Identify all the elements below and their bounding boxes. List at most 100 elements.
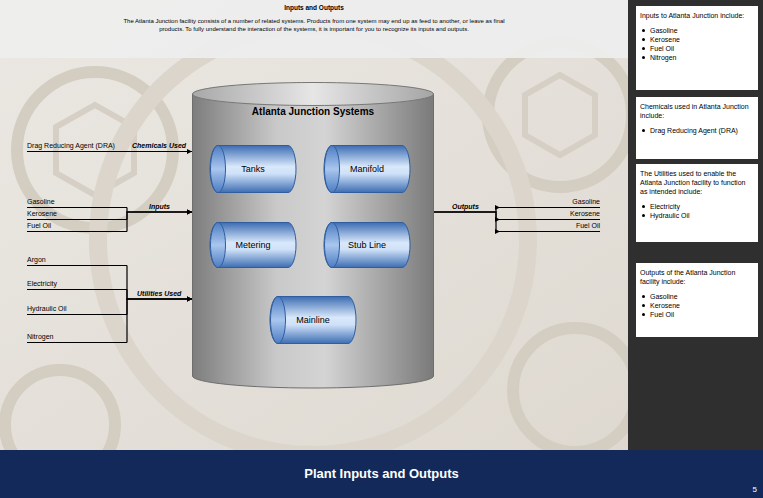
bullet-dot (642, 205, 645, 208)
barrel-end (211, 146, 226, 193)
output-item: Fuel Oil (500, 220, 600, 232)
bullet-row: Kerosene (640, 301, 754, 310)
connector-line (434, 212, 500, 232)
utility-item: Argon (27, 254, 127, 266)
bullet-dot (642, 129, 645, 132)
item-label: Kerosene (27, 210, 57, 217)
input-item: Gasoline (27, 196, 127, 208)
bullet-row: Drag Reducing Agent (DRA) (640, 126, 754, 135)
bullet-text: Gasoline (650, 293, 678, 300)
system-barrel: Manifold (324, 145, 410, 193)
header-title: Inputs and Outputs (0, 4, 628, 12)
bullet-row: Gasoline (640, 292, 754, 301)
footer-bar: Plant Inputs and Outputs 5 (0, 450, 763, 498)
arrowhead (187, 296, 192, 301)
item-label: Argon (27, 256, 46, 263)
bullet-dot (642, 56, 645, 59)
box-heading: The Utilities used to enable the Atlanta… (640, 169, 754, 196)
barrel-label: Mainline (296, 315, 330, 326)
bullet-dot (642, 29, 645, 32)
system-barrel: Mainline (270, 296, 356, 344)
item-label: Drag Reducing Agent (DRA) (27, 142, 115, 149)
connector (127, 209, 192, 231)
bullet-row: Electricity (640, 202, 754, 211)
bullet-text: Fuel Oil (650, 311, 674, 318)
connector (127, 290, 192, 302)
bullet-text: Electricity (650, 203, 680, 210)
barrel-end (211, 223, 226, 268)
barrel-end (325, 146, 340, 193)
bullet-dot (642, 295, 645, 298)
system-cylinder: Atlanta Junction SystemsTanks ManifoldMet… (192, 82, 434, 388)
bullet-dot (642, 38, 645, 41)
barrel-body (324, 146, 410, 193)
item-label: Electricity (27, 280, 57, 287)
info-box: Outputs of the Atlanta Junction facility… (636, 263, 758, 337)
bullet-dot (642, 313, 645, 316)
bolt-head (525, 75, 595, 155)
flange-ring (98, 25, 528, 455)
bullet-row: Fuel Oil (640, 310, 754, 319)
chemical-item: Drag Reducing Agent (DRA) (27, 140, 127, 152)
connector-line (127, 212, 192, 220)
connector-line (127, 299, 192, 315)
connector (127, 266, 192, 302)
barrel-end (271, 297, 286, 344)
connector (434, 212, 500, 222)
arrowhead (187, 296, 192, 301)
connector (127, 209, 192, 219)
bullet-dot (642, 47, 645, 50)
slide-title: Plant Inputs and Outputs (0, 450, 763, 498)
box-heading: Chemicals used in Atlanta Junction inclu… (640, 102, 754, 120)
bullet-row: Kerosene (640, 35, 754, 44)
barrel-body (210, 223, 296, 268)
edge-label: Inputs (149, 202, 170, 211)
arrowhead (187, 209, 192, 214)
page-number: 5 (753, 485, 757, 494)
arrowhead (187, 209, 192, 214)
connector-line (127, 151, 192, 152)
barrel-body (210, 146, 296, 193)
connector (434, 212, 500, 234)
bolt-ring (513, 328, 637, 452)
system-barrel: Stub Line (324, 222, 410, 268)
barrel-label: Tanks (241, 164, 265, 175)
edge-label: Utilities Used (137, 289, 181, 298)
info-box: The Utilities used to enable the Atlanta… (636, 164, 758, 242)
arrowhead (187, 149, 192, 154)
bullet-row: Hydraulic Oil (640, 211, 754, 220)
bullet-dot (642, 214, 645, 217)
connector-line (127, 290, 192, 300)
cylinder-title: Atlanta Junction Systems (192, 106, 434, 118)
system-barrel: Tanks (210, 145, 296, 193)
arrowhead (187, 209, 192, 214)
barrel-end (325, 223, 340, 268)
bullet-text: Hydraulic Oil (650, 212, 690, 219)
connector-line (434, 212, 500, 220)
bullet-text: Gasoline (650, 27, 678, 34)
bullet-dot (642, 304, 645, 307)
edge-label: Chemicals Used (132, 141, 186, 150)
connector-line (127, 266, 192, 300)
connector-line (127, 212, 192, 232)
item-label: Nitrogen (27, 333, 53, 340)
item-label: Fuel Oil (27, 222, 51, 229)
box-heading: Inputs to Atlanta Junction include: (640, 11, 754, 20)
edge-label: Outputs (452, 202, 479, 211)
arrowhead (187, 296, 192, 301)
bullet-row: Nitrogen (640, 53, 754, 62)
cylinder-top (193, 83, 434, 106)
connector (127, 296, 192, 342)
output-item: Gasoline (500, 196, 600, 208)
item-label: Fuel Oil (576, 222, 600, 229)
connector-line (127, 299, 192, 343)
header-band: Inputs and OutputsThe Atlanta Junction f… (0, 0, 628, 58)
cylinder-body (193, 94, 434, 388)
info-box: Chemicals used in Atlanta Junction inclu… (636, 97, 758, 159)
item-label: Gasoline (572, 198, 600, 205)
bullet-text: Nitrogen (650, 54, 676, 61)
system-barrel: Metering (210, 222, 296, 268)
bullet-row: Fuel Oil (640, 44, 754, 53)
